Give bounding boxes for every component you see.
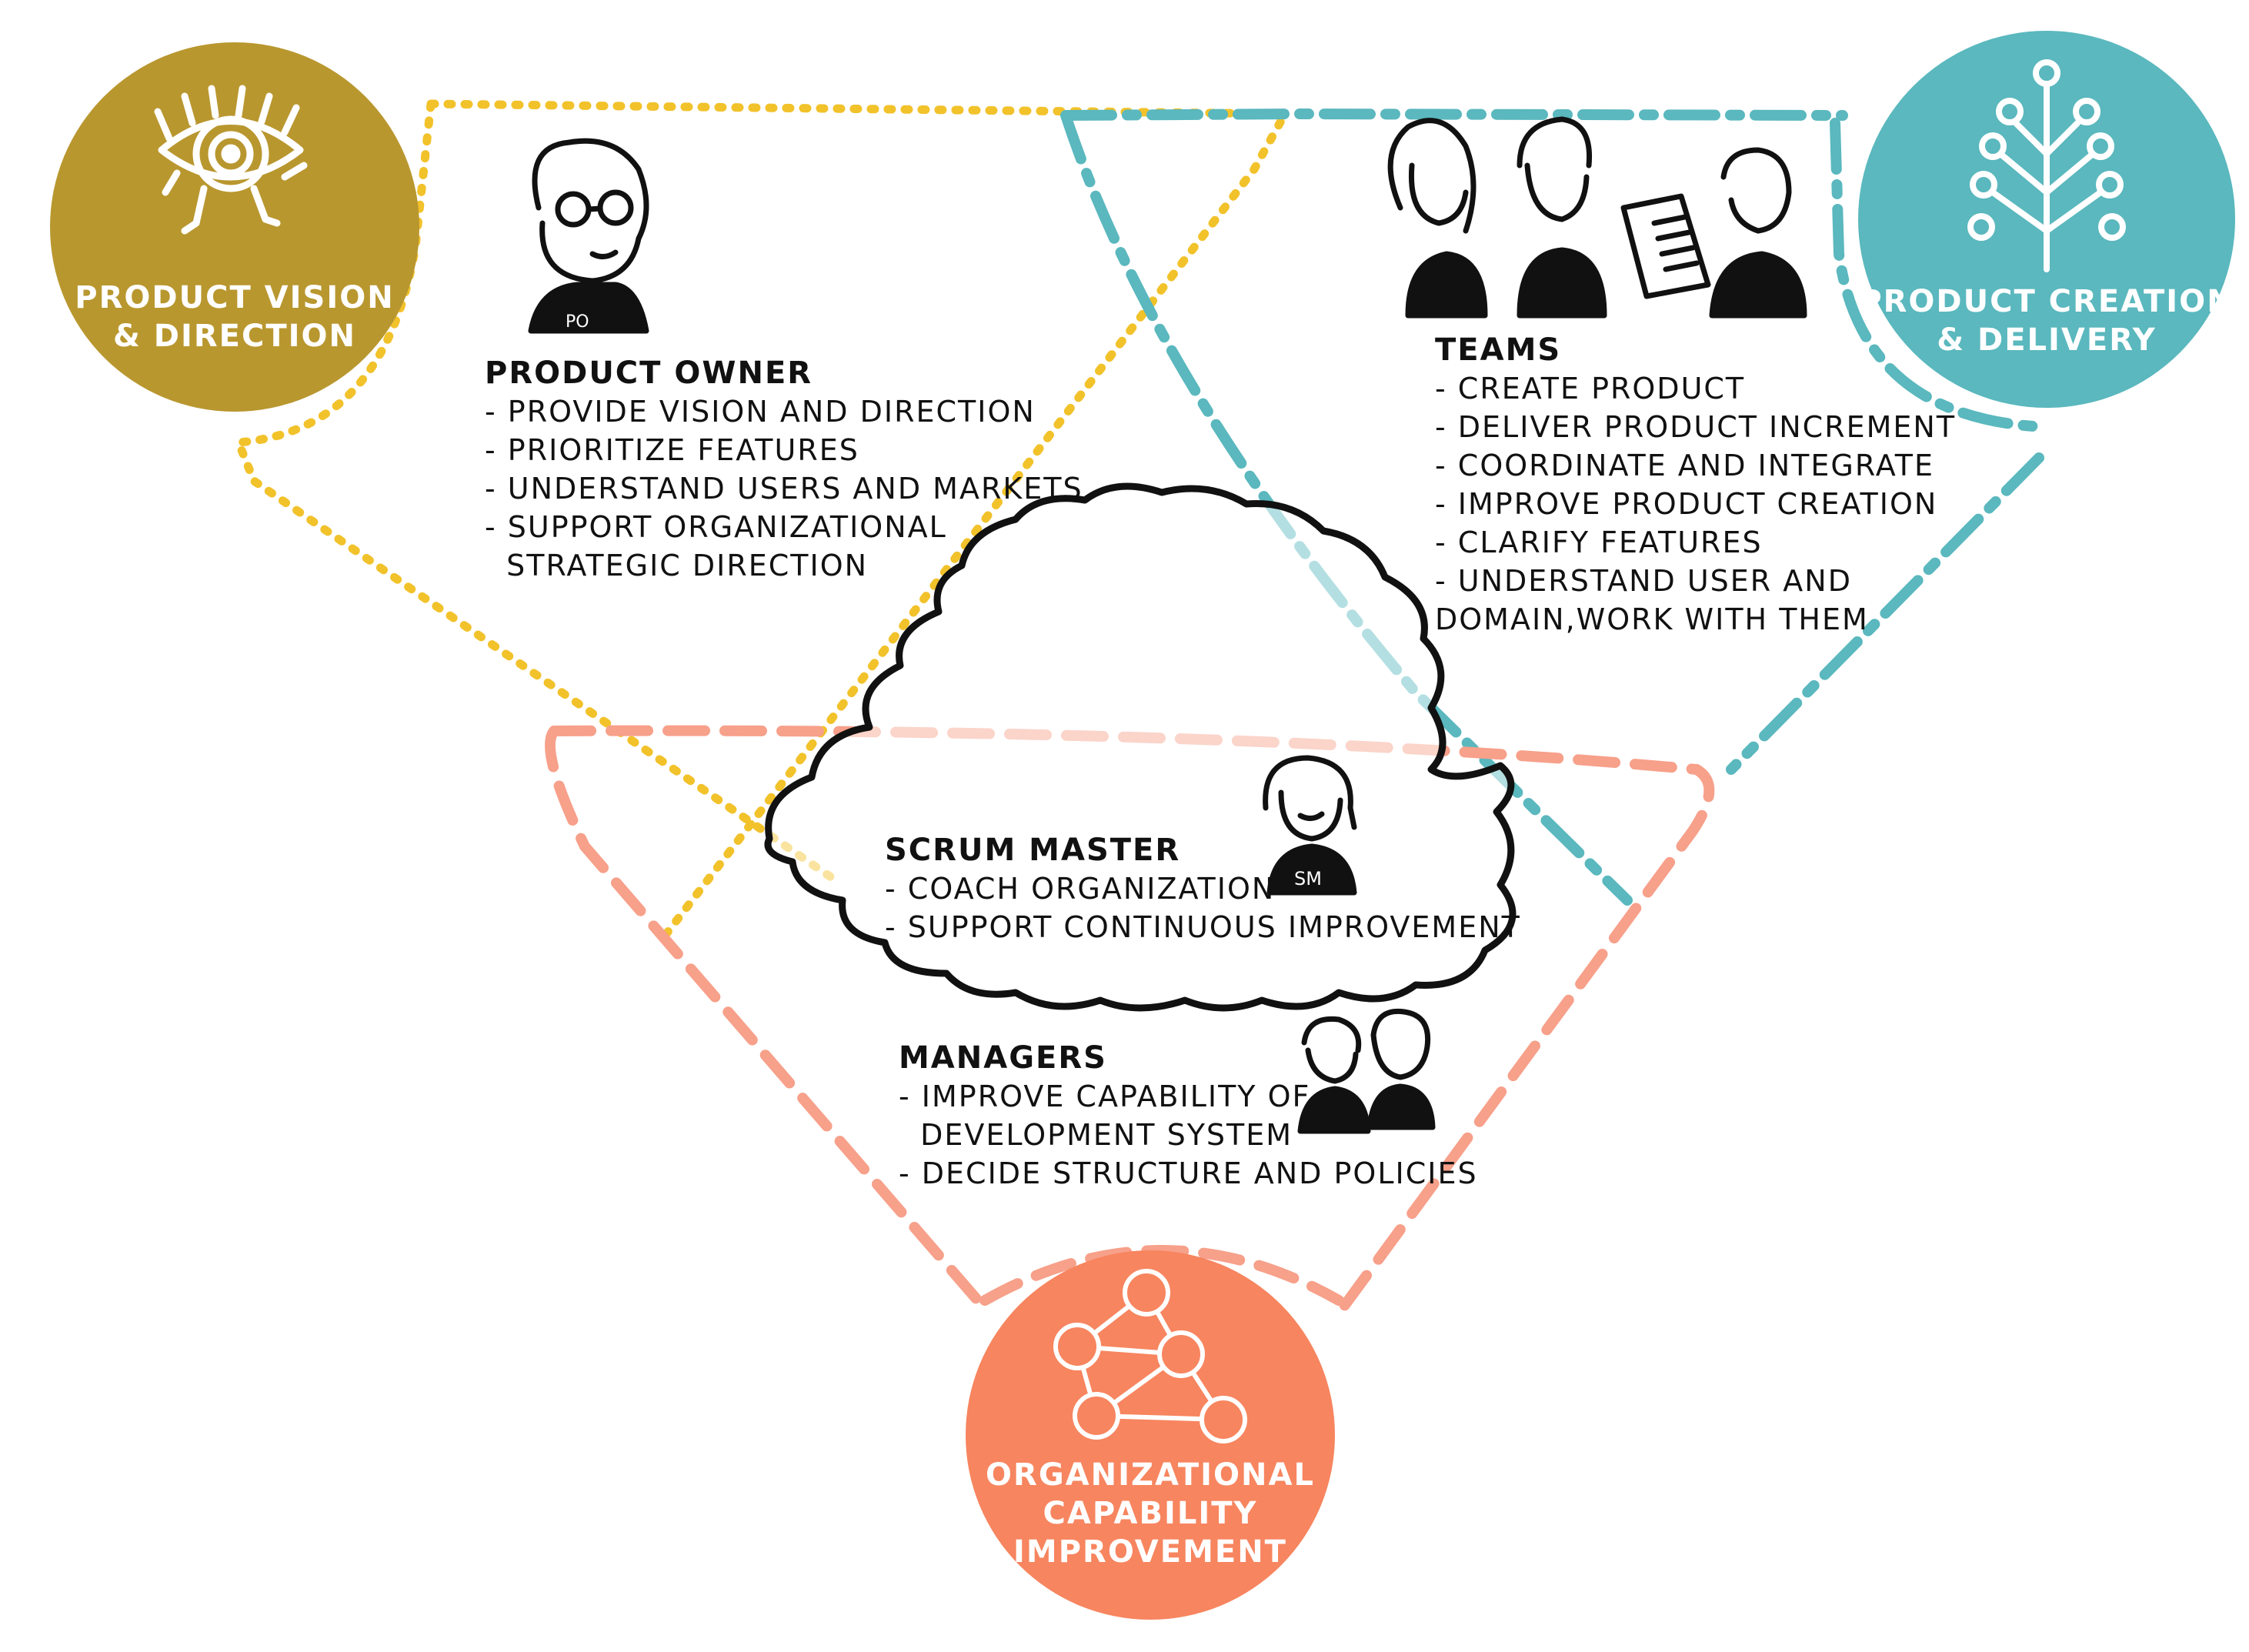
scrum-master-avatar [1263,755,1357,896]
teams-list: - CREATE PRODUCT - DELIVER PRODUCT INCRE… [1435,369,1956,639]
list-item: - CREATE PRODUCT [1435,372,1746,405]
capability-circle-label-line-2: CAPABILITY [1043,1496,1258,1531]
product-owner-block: PRODUCT OWNER - PROVIDE VISION AND DIREC… [485,354,1083,585]
capability-circle-label-line-1: ORGANIZATIONAL [986,1457,1315,1493]
apple-tree-icon [1967,59,2126,272]
product-owner-avatar [528,138,649,334]
product-owner-list: - PROVIDE VISION AND DIRECTION - PRIORIT… [485,392,1083,585]
list-item: - IMPROVE PRODUCT CREATION [1435,487,1938,521]
managers-title: MANAGERS [899,1040,1107,1076]
network-people-icon [1053,1269,1247,1443]
list-item: - IMPROVE CAPABILITY OF [899,1080,1311,1113]
list-item: DOMAIN,WORK WITH THEM [1435,602,1869,636]
po-badge: PO [566,312,589,332]
list-item: - UNDERSTAND USERS AND MARKETS [485,472,1083,506]
product-vision-circle [50,42,419,412]
list-item: - COACH ORGANIZATION [885,872,1276,906]
list-item: - UNDERSTAND USER AND [1435,564,1852,598]
managers-block: MANAGERS - IMPROVE CAPABILITY OF DEVELOP… [899,1039,1478,1193]
list-item: - PROVIDE VISION AND DIRECTION [485,395,1036,429]
list-item: DEVELOPMENT SYSTEM [899,1118,1293,1152]
product-owner-title: PRODUCT OWNER [485,355,813,391]
list-item: - COORDINATE AND INTEGRATE [1435,449,1934,482]
product-creation-region-outline [1060,108,2052,906]
list-item: - DECIDE STRUCTURE AND POLICIES [899,1156,1478,1190]
scrum-master-title: SCRUM MASTER [885,833,1181,868]
list-item: - DELIVER PRODUCT INCREMENT [1435,410,1957,444]
vision-circle-label-line-1: PRODUCT VISION [75,280,394,315]
list-item: - SUPPORT ORGANIZATIONAL [485,510,947,544]
vision-circle-label-line-2: & DIRECTION [113,319,356,354]
list-item: - PRIORITIZE FEATURES [485,433,859,467]
teams-block: TEAMS - CREATE PRODUCT - DELIVER PRODUCT… [1435,331,1956,639]
teams-title: TEAMS [1435,332,1562,368]
scrum-master-block: SCRUM MASTER - COACH ORGANIZATION - SUPP… [885,831,1521,946]
sm-badge: SM [1294,868,1322,889]
list-item: - SUPPORT CONTINUOUS IMPROVEMENT [885,910,1521,944]
scrum-master-list: - COACH ORGANIZATION - SUPPORT CONTINUOU… [885,869,1521,946]
creation-circle-label-line-1: PRODUCT CREATION [1859,284,2234,319]
list-item: - CLARIFY FEATURES [1435,526,1763,559]
eye-icon [154,85,308,235]
teams-avatars [1387,116,1807,319]
capability-circle-label-line-3: IMPROVEMENT [1013,1534,1287,1570]
list-item: STRATEGIC DIRECTION [485,549,869,582]
creation-circle-label-line-2: & DELIVERY [1937,322,2157,358]
managers-avatars [1297,1008,1436,1134]
managers-list: - IMPROVE CAPABILITY OF DEVELOPMENT SYST… [899,1077,1478,1193]
